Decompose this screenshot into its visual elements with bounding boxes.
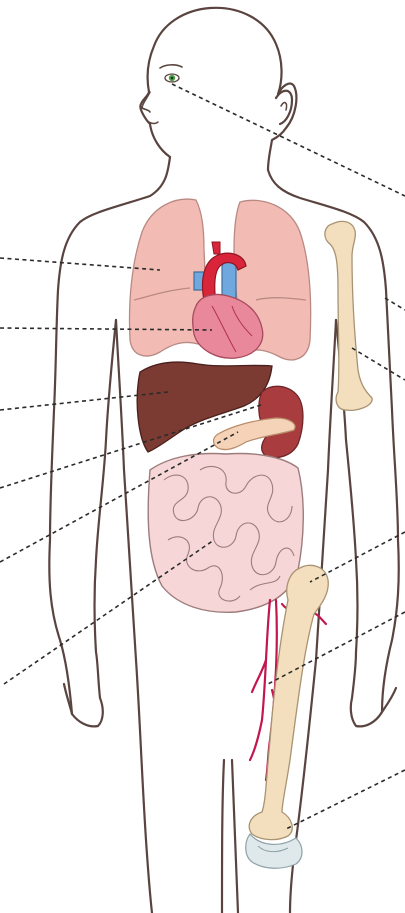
head-outline	[140, 8, 296, 170]
leader-line-humerus	[352, 348, 405, 380]
aorta-branch	[212, 242, 220, 254]
eye	[165, 74, 179, 82]
inner-leg-left	[222, 760, 224, 913]
leader-line-knee	[284, 770, 405, 830]
mouth	[149, 122, 158, 124]
ear-inner	[281, 103, 287, 110]
eyebrow	[160, 65, 182, 68]
leader-line-eye	[172, 84, 405, 196]
left-hand	[64, 320, 116, 726]
intestines	[148, 454, 303, 613]
ear	[276, 91, 292, 124]
inner-leg-right	[232, 760, 238, 913]
